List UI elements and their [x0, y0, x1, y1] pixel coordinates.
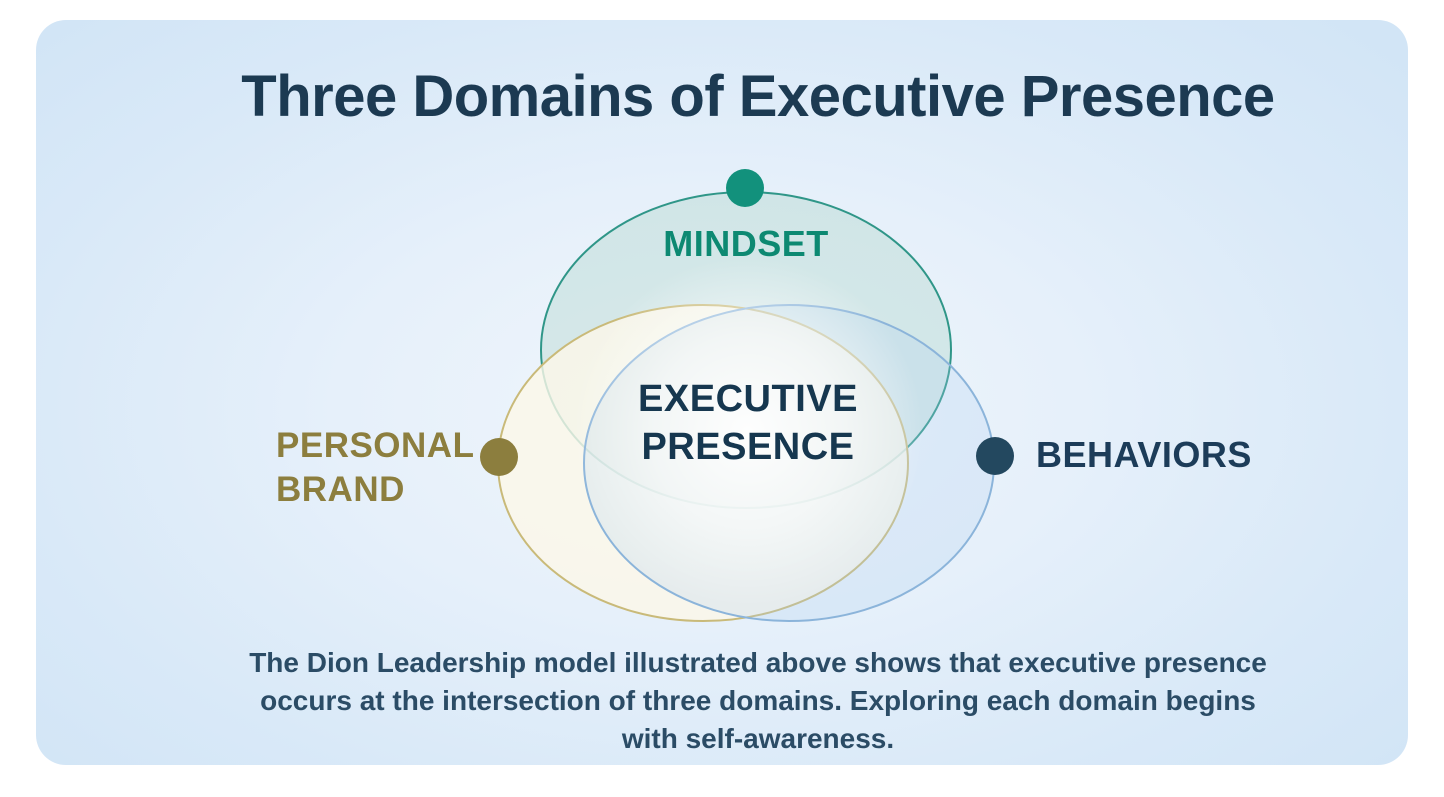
caption-line3: with self-awareness. — [621, 723, 895, 754]
label-mindset: MINDSET — [663, 223, 829, 264]
caption-line2: occurs at the intersection of three doma… — [260, 685, 1256, 716]
behaviors-dot — [976, 437, 1014, 475]
caption-line1: The Dion Leadership model illustrated ab… — [249, 647, 1267, 678]
label-personal-brand-line2: BRAND — [276, 470, 405, 509]
caption: The Dion Leadership model illustrated ab… — [72, 644, 1444, 758]
label-executive-presence-line2: PRESENCE — [641, 426, 855, 468]
label-personal-brand: PERSONAL BRAND — [276, 424, 474, 512]
infographic-card: Three Domains of Executive Presence MIND… — [36, 20, 1408, 765]
label-executive-presence: EXECUTIVE PRESENCE — [638, 375, 858, 471]
label-behaviors: BEHAVIORS — [1036, 434, 1252, 475]
personal-brand-dot — [480, 438, 518, 476]
label-personal-brand-line1: PERSONAL — [276, 426, 475, 465]
label-executive-presence-line1: EXECUTIVE — [638, 378, 858, 420]
mindset-dot — [726, 169, 764, 207]
page-title: Three Domains of Executive Presence — [241, 64, 1275, 129]
